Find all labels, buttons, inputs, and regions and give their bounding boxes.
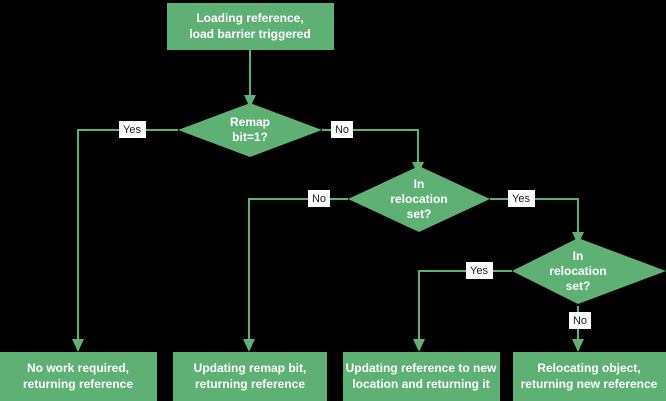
connector-start-to-remap	[244, 50, 256, 108]
node-decision-in-relocation-set-2-label-line1: In	[573, 249, 584, 263]
edge-label-remap-no-text: No	[335, 124, 349, 136]
node-terminal-no-work-shape	[0, 352, 157, 401]
edge-label-reloc2-no-text: No	[573, 315, 587, 327]
node-terminal-updating-reference-label-line2: location and returning it	[352, 377, 489, 391]
edge-label-reloc1-no: No	[308, 190, 330, 207]
arrowhead-icon	[572, 339, 584, 352]
arrowhead-icon	[72, 339, 84, 352]
node-terminal-updating-reference-label-line1: Updating reference to new	[346, 361, 497, 375]
node-terminal-relocating-object-shape	[513, 352, 666, 401]
node-terminal-updating-remap-bit-label-line1: Updating remap bit,	[194, 361, 307, 375]
edge-label-reloc1-yes-text: Yes	[512, 193, 530, 205]
node-decision-in-relocation-set-2-shape	[512, 238, 666, 304]
node-start-label-line2: load barrier triggered	[189, 27, 310, 41]
edge-label-remap-yes-text: Yes	[123, 124, 141, 136]
connector-reloc2-yes-to-updating-reference	[413, 270, 512, 352]
node-decision-in-relocation-set-2-label-line2: relocation	[549, 264, 606, 278]
node-start-label-line1: Loading reference,	[196, 11, 303, 25]
edge-label-reloc1-yes-bg	[508, 190, 535, 207]
node-decision-remap-bit-label-line1: Remap	[230, 115, 270, 129]
edge-label-reloc2-no-bg	[569, 312, 591, 329]
node-terminal-relocating-object-label-line2: returning new reference	[521, 377, 658, 391]
edge-label-reloc1-no-bg	[308, 190, 330, 207]
edge-label-reloc2-yes-text: Yes	[470, 265, 488, 277]
node-terminal-no-work-label-line1: No work required,	[27, 361, 129, 375]
node-decision-remap-bit[interactable]: Remap bit=1?	[178, 103, 322, 157]
node-terminal-no-work-label-line2: returning reference	[23, 377, 133, 391]
node-decision-in-relocation-set-1-label-line2: relocation	[390, 192, 447, 206]
node-decision-remap-bit-label-line2: bit=1?	[232, 130, 268, 144]
node-decision-remap-bit-shape	[178, 103, 322, 157]
node-start-shape	[167, 3, 334, 50]
edge-label-remap-yes-bg	[119, 121, 146, 138]
edge-label-remap-no: No	[331, 121, 353, 138]
node-terminal-updating-remap-bit-shape	[173, 352, 327, 401]
node-decision-in-relocation-set-1[interactable]: In relocation set?	[348, 166, 490, 232]
node-terminal-updating-remap-bit-label-line2: returning reference	[195, 377, 305, 391]
node-start[interactable]: Loading reference, load barrier triggere…	[167, 3, 334, 50]
node-terminal-relocating-object-label-line1: Relocating object,	[537, 361, 640, 375]
edge-label-reloc2-yes-bg	[466, 262, 493, 279]
connector-reloc1-no-to-updating-remap-bit	[243, 198, 348, 352]
edge-label-reloc1-no-text: No	[312, 193, 326, 205]
node-terminal-no-work[interactable]: No work required, returning reference	[0, 352, 157, 401]
arrowhead-icon	[244, 95, 256, 108]
edge-label-reloc1-yes: Yes	[508, 190, 535, 207]
connector-reloc1-yes-to-reloc2	[490, 198, 584, 245]
node-terminal-relocating-object[interactable]: Relocating object, returning new referen…	[513, 352, 666, 401]
arrowhead-icon	[413, 339, 425, 352]
node-decision-in-relocation-set-1-shape	[348, 166, 490, 232]
node-terminal-updating-reference-shape	[343, 352, 500, 401]
edge-label-reloc2-no: No	[569, 312, 591, 329]
node-decision-in-relocation-set-2[interactable]: In relocation set?	[512, 238, 666, 304]
edge-label-reloc2-yes: Yes	[466, 262, 493, 279]
edge-label-remap-yes: Yes	[119, 121, 146, 138]
arrowhead-icon	[243, 339, 255, 352]
connector-remap-yes-to-no-work	[72, 129, 178, 352]
node-decision-in-relocation-set-1-label-line3: set?	[407, 207, 432, 221]
node-terminal-updating-reference[interactable]: Updating reference to new location and r…	[343, 352, 500, 401]
node-decision-in-relocation-set-2-label-line3: set?	[566, 279, 591, 293]
node-decision-in-relocation-set-1-label-line1: In	[414, 177, 425, 191]
node-terminal-updating-remap-bit[interactable]: Updating remap bit, returning reference	[173, 352, 327, 401]
edge-label-remap-no-bg	[331, 121, 353, 138]
